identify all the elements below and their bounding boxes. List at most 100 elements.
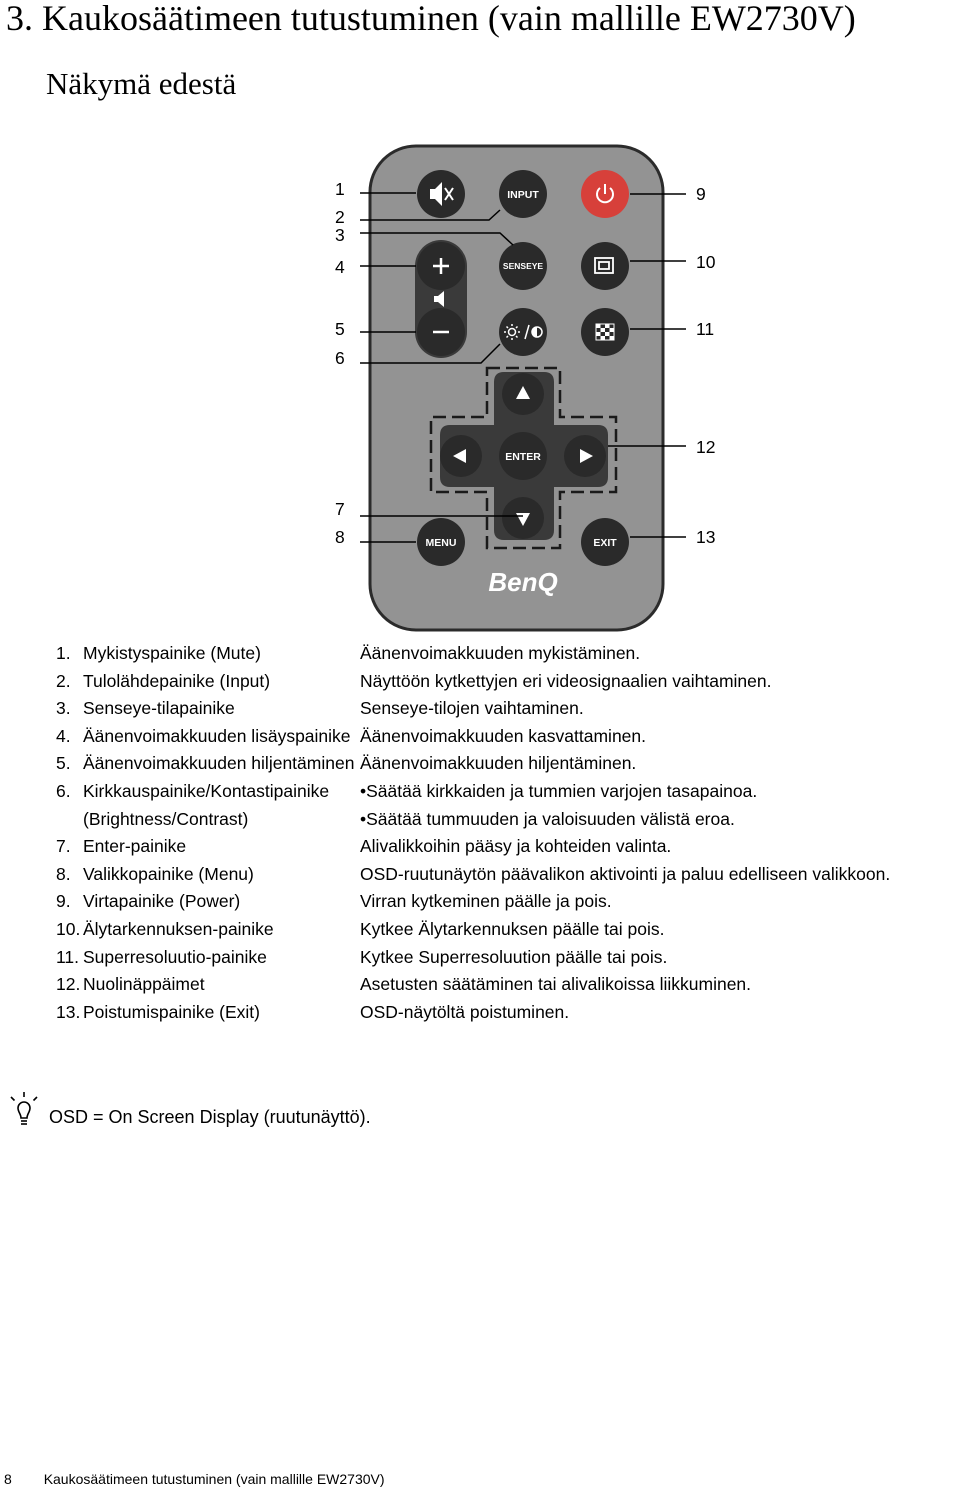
- item-description: OSD-ruutunäytön päävalikon aktivointi ja…: [360, 861, 960, 889]
- callout-11: 11: [696, 319, 714, 339]
- item-name: Poistumispainike (Exit): [83, 1001, 260, 1022]
- item-number: 2.: [56, 670, 71, 691]
- item-number: 13.: [56, 1001, 81, 1022]
- item-description: Alivalikkoihin pääsy ja kohteiden valint…: [360, 833, 960, 861]
- list-item: 9. Virtapainike (Power) Virran kytkemine…: [56, 888, 960, 916]
- item-description: Senseye-tilojen vaihtaminen.: [360, 695, 960, 723]
- item-number: 9.: [56, 891, 71, 912]
- description-line: Äänenvoimakkuuden mykistäminen.: [360, 643, 641, 663]
- item-description: Kytkee Älytarkennuksen päälle tai pois.: [360, 916, 960, 944]
- arrow-right-icon: [580, 449, 593, 463]
- callout-12: 12: [696, 437, 715, 457]
- button-description-list: 1. Mykistyspainike (Mute) Äänenvoimakkuu…: [56, 640, 960, 1026]
- input-button-label: INPUT: [507, 189, 539, 201]
- item-name: Tulolähdepainike (Input): [83, 670, 271, 691]
- page-number: 8: [4, 1471, 12, 1487]
- description-line: •Säätää tummuuden ja valoisuuden välistä…: [360, 808, 735, 829]
- list-item: 1. Mykistyspainike (Mute) Äänenvoimakkuu…: [56, 640, 960, 668]
- callout-5: 5: [335, 319, 345, 339]
- page-footer: 8 Kaukosäätimeen tutustuminen (vain mall…: [4, 1471, 385, 1487]
- item-description: Äänenvoimakkuuden kasvattaminen.: [360, 723, 960, 751]
- list-item: 5. Äänenvoimakkuuden hiljentäminen Äänen…: [56, 750, 960, 778]
- list-item: 12. Nuolinäppäimet Asetusten säätäminen …: [56, 971, 960, 999]
- list-item: 8. Valikkopainike (Menu) OSD-ruutunäytön…: [56, 861, 960, 889]
- list-item: 3. Senseye-tilapainike Senseye-tilojen v…: [56, 695, 960, 723]
- description-line: Senseye-tilojen vaihtaminen.: [360, 698, 584, 719]
- description-line: OSD-ruutunäytön päävalikon aktivointi ja…: [360, 863, 891, 884]
- smart-focus-button[interactable]: [581, 242, 629, 290]
- plus-icon: [433, 258, 449, 274]
- description-line: Kytkee Superresoluution päälle tai pois.: [360, 946, 668, 967]
- super-resolution-icon: [595, 323, 615, 341]
- callout-1: 1: [335, 179, 345, 199]
- item-name: Enter-painike: [83, 836, 187, 857]
- item-description: Asetusten säätäminen tai alivalikoissa l…: [360, 971, 960, 999]
- page-title: 3. Kaukosäätimeen tutustuminen (vain mal…: [6, 0, 856, 38]
- item-description: OSD-näytöltä poistuminen.: [360, 999, 960, 1027]
- menu-button[interactable]: [417, 518, 465, 566]
- benq-logo: BenQ: [488, 567, 557, 597]
- list-item: 2. Tulolähdepainike (Input) Näyttöön kyt…: [56, 668, 960, 696]
- item-name: Valikkopainike (Menu): [83, 863, 254, 884]
- senseye-button[interactable]: [499, 242, 547, 290]
- item-description: Kytkee Superresoluution päälle tai pois.: [360, 944, 960, 972]
- item-name: Superresoluutio-painike: [83, 946, 267, 967]
- callout-10: 10: [696, 252, 716, 272]
- callout-3: 3: [335, 225, 345, 245]
- item-number: 10.: [56, 918, 81, 939]
- list-item: 11. Superresoluutio-painike Kytkee Super…: [56, 944, 960, 972]
- callout-2: 2: [335, 207, 345, 227]
- input-button[interactable]: [499, 170, 547, 218]
- item-number: 1.: [56, 643, 71, 663]
- item-description: Äänenvoimakkuuden mykistäminen.: [360, 640, 960, 668]
- callout-6: 6: [335, 348, 345, 368]
- item-number: 8.: [56, 863, 71, 884]
- item-number: 7.: [56, 836, 71, 857]
- callout-7: 7: [335, 499, 345, 519]
- item-description: •Säätää kirkkaiden ja tummien varjojen t…: [360, 778, 960, 833]
- callout-numbers: 1 2 3 4 5 6 7 8 9 10 11 12 13: [335, 179, 716, 547]
- item-number: 4.: [56, 725, 71, 746]
- description-line: Kytkee Älytarkennuksen päälle tai pois.: [360, 918, 665, 939]
- arrow-up-icon: [516, 386, 530, 399]
- section-subtitle: Näkymä edestä: [46, 66, 237, 101]
- item-name: Kirkkauspainike/Kontastipainike (Brightn…: [83, 780, 330, 829]
- footer-text: Kaukosäätimeen tutustuminen (vain mallil…: [43, 1471, 385, 1487]
- item-name: Virtapainike (Power): [83, 891, 241, 912]
- enter-button-label: ENTER: [505, 451, 541, 463]
- enter-button[interactable]: [499, 432, 547, 480]
- list-item: 13. Poistumispainike (Exit) OSD-näytöltä…: [56, 999, 960, 1027]
- smart-focus-icon: [594, 257, 614, 274]
- item-number: 6.: [56, 780, 71, 801]
- description-line: Äänenvoimakkuuden hiljentäminen.: [360, 753, 637, 774]
- item-description: Näyttöön kytkettyjen eri videosignaalien…: [360, 668, 960, 696]
- senseye-button-label: SENSEYE: [503, 261, 543, 271]
- list-item: 6. Kirkkauspainike/Kontastipainike (Brig…: [56, 778, 960, 833]
- item-number: 11.: [56, 946, 80, 967]
- arrow-left-icon: [453, 449, 466, 463]
- callout-8: 8: [335, 527, 345, 547]
- lightbulb-icon: [10, 1092, 38, 1125]
- callout-lines: [360, 192, 686, 543]
- item-name: Mykistyspainike (Mute): [83, 643, 261, 663]
- brightness-contrast-button[interactable]: [499, 308, 547, 356]
- remote-diagram: INPUT SENSEYE: [335, 144, 716, 632]
- dpad-outline: [429, 366, 618, 550]
- description-line: Näyttöön kytkettyjen eri videosignaalien…: [360, 670, 772, 691]
- item-name: Älytarkennuksen-painike: [83, 918, 274, 939]
- callout-4: 4: [335, 257, 345, 277]
- item-name: Äänenvoimakkuuden hiljentäminen: [83, 753, 355, 774]
- item-name: Äänenvoimakkuuden lisäyspainike: [83, 725, 351, 746]
- item-number: 12.: [56, 974, 81, 995]
- description-line: Asetusten säätäminen tai alivalikoissa l…: [360, 974, 752, 995]
- power-icon: [596, 184, 614, 204]
- item-number: 5.: [56, 753, 71, 774]
- list-item: 7. Enter-painike Alivalikkoihin pääsy ja…: [56, 833, 960, 861]
- item-number: 3.: [56, 698, 71, 719]
- callout-13: 13: [696, 527, 715, 547]
- menu-button-label: MENU: [426, 537, 457, 549]
- mute-icon: [430, 182, 454, 206]
- description-line: OSD-näytöltä poistuminen.: [360, 1001, 570, 1022]
- brightness-contrast-icon: [504, 324, 543, 340]
- exit-button[interactable]: [581, 518, 629, 566]
